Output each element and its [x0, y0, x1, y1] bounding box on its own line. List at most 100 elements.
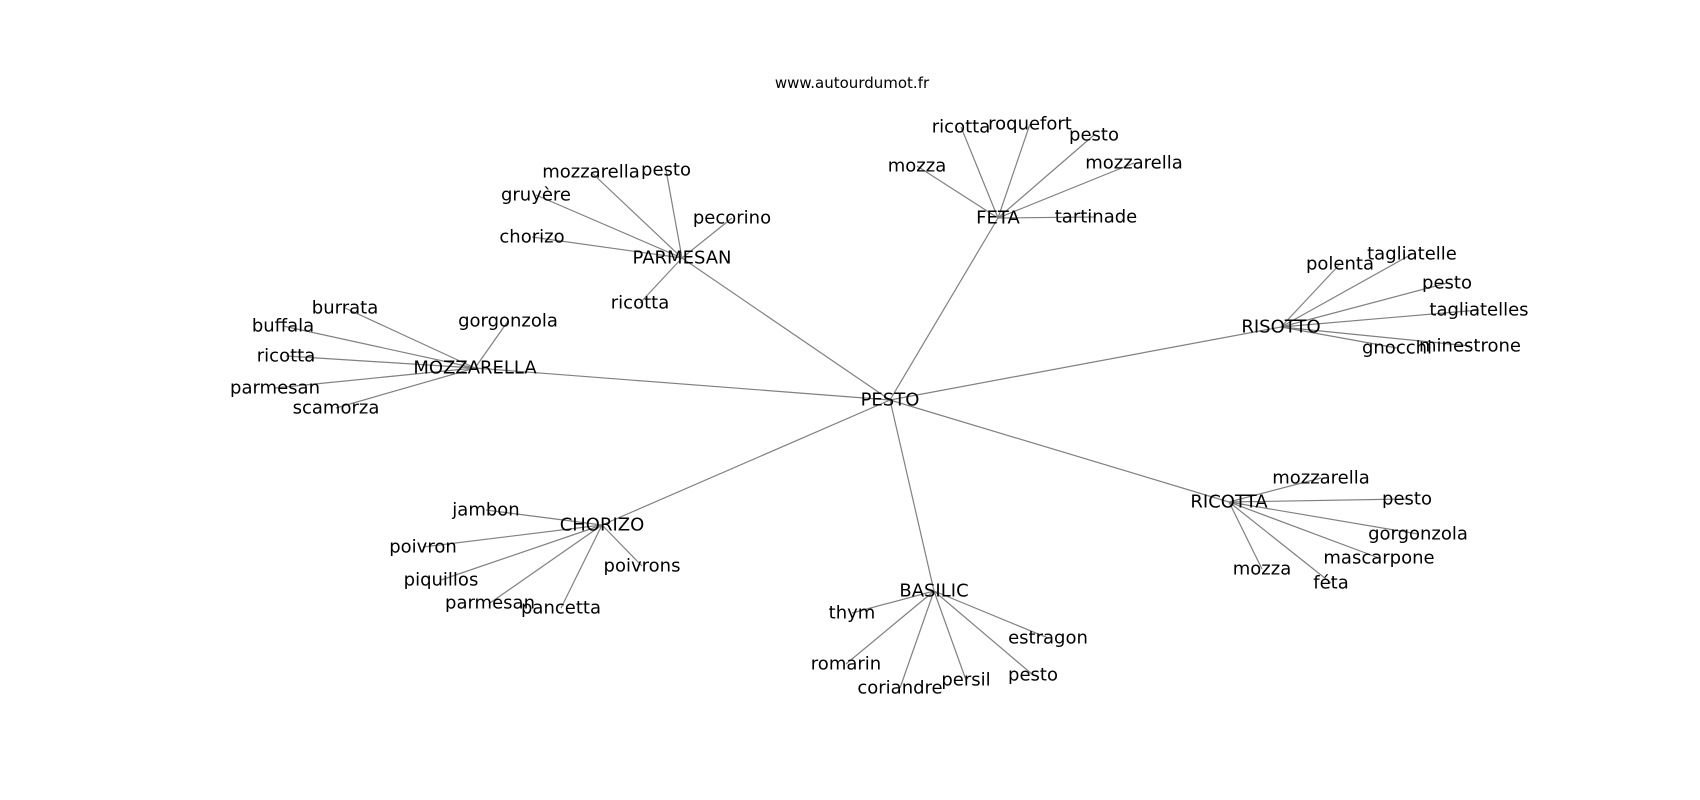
- edge-pesto-ricotta_hub: [889, 399, 1230, 503]
- edge-risotto_hub-r_tagliatelle: [1280, 253, 1413, 328]
- node-p-pesto: pesto: [641, 160, 691, 181]
- node-m-parmesan: parmesan: [230, 378, 320, 399]
- node-ri-feta: féta: [1313, 573, 1349, 594]
- edge-chorizo_hub-c_poivron: [422, 524, 603, 548]
- node-basilic-hub: BASILIC: [899, 581, 968, 602]
- node-r-minestrone: minestrone: [1419, 336, 1521, 357]
- edge-mozzarella_hub-m_burrata: [344, 307, 476, 369]
- edge-mozzarella_hub-m_scamorza: [335, 367, 476, 409]
- node-ri-mascarpone: mascarpone: [1323, 548, 1434, 569]
- edge-chorizo_hub-c_piquillos: [440, 524, 603, 581]
- edge-risotto_hub-r_polenta: [1280, 263, 1341, 328]
- node-m-gorgonzola: gorgonzola: [458, 311, 558, 332]
- node-b-pesto: pesto: [1008, 665, 1058, 686]
- node-c-pancetta: pancetta: [521, 598, 601, 619]
- node-chorizo-hub: CHORIZO: [560, 515, 645, 536]
- node-b-persil: persil: [941, 670, 990, 691]
- edge-mozzarella_hub-m_parmesan: [274, 367, 476, 389]
- edge-risotto_hub-r_gnocchi: [1280, 326, 1398, 349]
- node-b-coriandre: coriandre: [857, 678, 942, 699]
- edge-chorizo_hub-c_jambon: [485, 509, 603, 526]
- node-mozzarella-hub: MOZZARELLA: [413, 358, 537, 379]
- node-f-roquefort: roquefort: [988, 114, 1072, 135]
- edge-ricotta_hub-ri_feta: [1228, 501, 1332, 584]
- node-m-burrata: burrata: [312, 298, 378, 319]
- edge-feta_hub-f_ricotta: [960, 126, 999, 219]
- node-risotto-hub: RISOTTO: [1241, 317, 1320, 338]
- edge-ricotta_hub-ri_pesto: [1228, 498, 1408, 503]
- edge-chorizo_hub-c_poivrons: [601, 524, 643, 567]
- node-r-gnocchi: gnocchi: [1362, 338, 1432, 359]
- edge-parmesan_hub-p_ricotta: [639, 257, 683, 304]
- node-b-romarin: romarin: [811, 654, 881, 675]
- edge-risotto_hub-r_pesto: [1280, 282, 1448, 328]
- node-r-tagliatelle: tagliatelle: [1367, 244, 1457, 265]
- node-ricotta-hub: RICOTTA: [1190, 492, 1268, 513]
- edge-feta_hub-f_mozzarella: [997, 162, 1135, 219]
- node-c-parmesan: parmesan: [445, 593, 535, 614]
- edge-basilic_hub-b_thym: [851, 590, 935, 614]
- edge-basilic_hub-b_coriandre: [899, 590, 935, 689]
- node-c-jambon: jambon: [451, 500, 519, 521]
- edge-basilic_hub-b_persil: [933, 590, 967, 681]
- edge-feta_hub-f_roquefort: [997, 123, 1031, 219]
- edge-parmesan_hub-p_pesto: [665, 169, 683, 259]
- edge-pesto-risotto_hub: [889, 326, 1282, 401]
- node-m-scamorza: scamorza: [293, 398, 380, 419]
- edge-chorizo_hub-c_parmesan: [489, 524, 603, 604]
- graph-edges: [274, 123, 1480, 689]
- edge-risotto_hub-r_minestrone: [1280, 326, 1471, 347]
- node-b-estragon: estragon: [1008, 628, 1088, 649]
- node-r-polenta: polenta: [1306, 254, 1374, 275]
- node-p-gruyere: gruyère: [501, 185, 571, 206]
- node-r-tagliatelles: tagliatelles: [1429, 300, 1528, 321]
- edge-ricotta_hub-ri_mascarpone: [1228, 501, 1380, 559]
- edge-pesto-parmesan_hub: [681, 257, 891, 401]
- edge-ricotta_hub-ri_mozzarella: [1228, 477, 1322, 503]
- edge-pesto-mozzarella_hub: [474, 367, 891, 401]
- node-c-piquillos: piquillos: [404, 570, 479, 591]
- node-p-pecorino: pecorino: [693, 208, 771, 229]
- node-c-poivrons: poivrons: [604, 556, 681, 577]
- node-f-mozza: mozza: [888, 156, 946, 177]
- edge-basilic_hub-b_romarin: [845, 590, 935, 665]
- edge-basilic_hub-b_pesto: [933, 590, 1034, 676]
- edge-parmesan_hub-p_pecorino: [681, 217, 733, 259]
- edge-feta_hub-f_tartinade: [997, 216, 1097, 219]
- edge-parmesan_hub-p_mozzarella: [590, 171, 683, 259]
- edge-mozzarella_hub-m_ricotta: [285, 355, 476, 369]
- node-ri-mozzarella: mozzarella: [1272, 468, 1370, 489]
- node-feta-hub: FETA: [976, 208, 1020, 229]
- edge-parmesan_hub-p_gruyere: [535, 194, 683, 259]
- source-watermark: www.autourdumot.fr: [775, 74, 930, 92]
- node-ri-pesto: pesto: [1382, 489, 1432, 510]
- node-m-ricotta: ricotta: [257, 346, 315, 367]
- node-p-ricotta: ricotta: [611, 293, 669, 314]
- edge-mozzarella_hub-m_buffala: [282, 325, 476, 369]
- edge-pesto-feta_hub: [889, 217, 999, 401]
- edge-mozzarella_hub-m_gorgonzola: [474, 320, 509, 369]
- node-f-tartinade: tartinade: [1055, 207, 1138, 228]
- node-m-buffala: buffala: [252, 316, 314, 337]
- node-pesto: PESTO: [861, 390, 920, 411]
- edge-feta_hub-f_mozza: [916, 165, 999, 219]
- node-parmesan-hub: PARMESAN: [633, 248, 732, 269]
- edge-risotto_hub-r_tagliatelles: [1280, 309, 1480, 328]
- node-ri-mozza: mozza: [1233, 559, 1291, 580]
- edge-pesto-chorizo_hub: [601, 399, 891, 526]
- node-r-pesto: pesto: [1422, 273, 1472, 294]
- edge-ricotta_hub-ri_gorgonzola: [1228, 501, 1419, 535]
- edge-feta_hub-f_pesto: [997, 134, 1095, 219]
- node-f-mozzarella: mozzarella: [1085, 153, 1183, 174]
- node-f-ricotta: ricotta: [932, 117, 990, 138]
- edge-pesto-basilic_hub: [889, 399, 935, 592]
- graph-nodes: PESTO PARMESAN FETA RISOTTO MOZZARELLA CHORIZ…: [230, 114, 1529, 699]
- node-c-poivron: poivron: [389, 537, 457, 558]
- edge-chorizo_hub-c_pancetta: [560, 524, 603, 609]
- edge-parmesan_hub-p_chorizo: [531, 236, 683, 259]
- edge-basilic_hub-b_estragon: [933, 590, 1049, 639]
- node-ri-gorgonzola: gorgonzola: [1368, 524, 1468, 545]
- node-b-thym: thym: [829, 603, 876, 624]
- node-p-chorizo: chorizo: [499, 227, 564, 248]
